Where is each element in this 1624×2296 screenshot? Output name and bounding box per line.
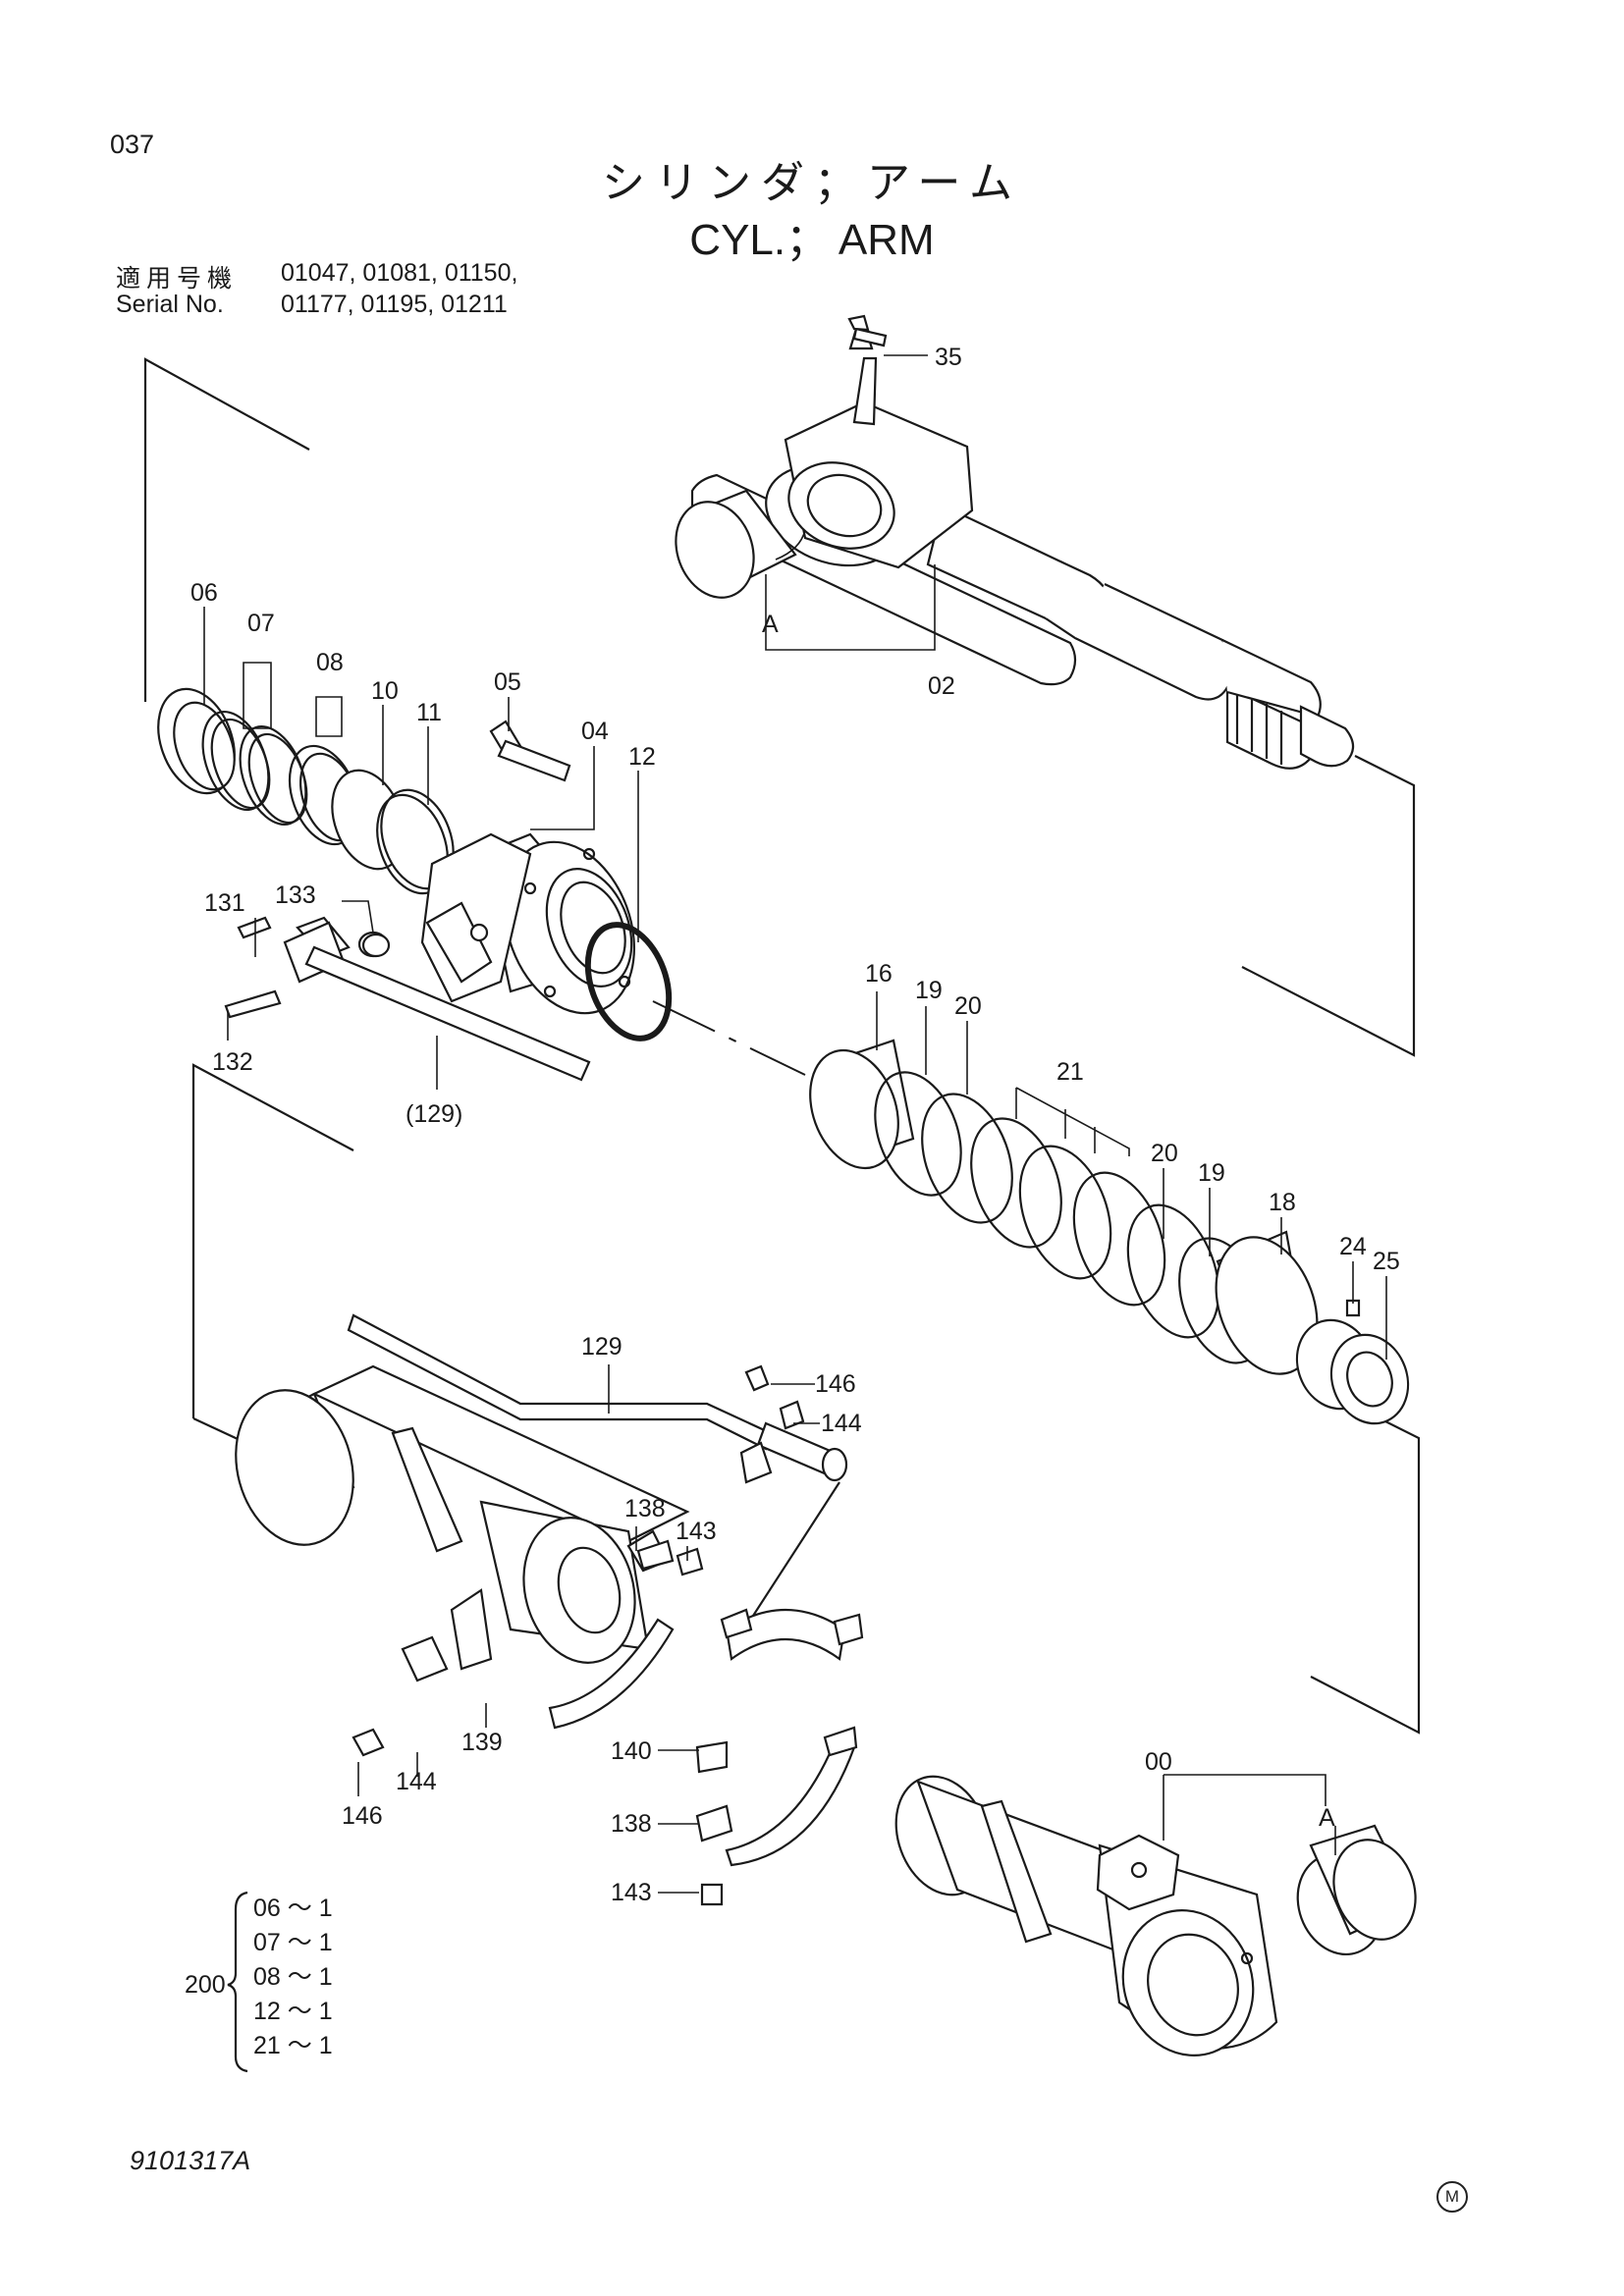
label-143-a: 143 — [676, 1518, 717, 1545]
label-144-b: 144 — [396, 1768, 437, 1795]
cylinder-tube — [235, 1364, 690, 1757]
label-35: 35 — [935, 344, 962, 371]
corner-mark: M — [1436, 2181, 1468, 2213]
label-19-b: 19 — [1198, 1159, 1225, 1187]
leader-lines — [203, 354, 1387, 1894]
label-08: 08 — [316, 649, 344, 676]
serial-label-english: Serial No. — [116, 291, 224, 318]
label-143-b: 143 — [611, 1879, 652, 1906]
label-16: 16 — [865, 960, 893, 988]
kit-item: 06 ～ 1 — [253, 1895, 333, 1922]
kit-item: 07 ～ 1 — [253, 1929, 333, 1956]
serial-label-japanese: 適用号機 — [116, 264, 239, 293]
o-ring-133 — [361, 933, 391, 958]
pipe-clamps — [636, 1539, 864, 1906]
label-20-a: 20 — [954, 992, 982, 1020]
label-138-b: 138 — [611, 1810, 652, 1838]
page-number: 037 — [110, 130, 155, 159]
label-132: 132 — [212, 1048, 253, 1076]
label-00: 00 — [1145, 1748, 1172, 1776]
part-labels: 35 02 A 06 07 08 10 11 05 04 12 131 133 … — [190, 344, 1400, 1906]
pipe-129 — [347, 1313, 848, 1484]
serial-numbers-line1: 01047, 01081, 01150, — [281, 259, 518, 287]
label-07: 07 — [247, 610, 275, 637]
bottom-cylinder-tube — [894, 1775, 1417, 2057]
label-05: 05 — [494, 668, 521, 696]
label-11: 11 — [416, 699, 442, 726]
label-133: 133 — [275, 881, 316, 909]
label-20-b: 20 — [1151, 1140, 1178, 1167]
label-19-a: 19 — [915, 977, 943, 1004]
guide-lines — [143, 357, 1421, 1735]
label-138-a: 138 — [624, 1495, 666, 1522]
serial-numbers-line2: 01177, 01195, 01211 — [281, 291, 508, 318]
label-24: 24 — [1339, 1233, 1367, 1260]
cylinder-head — [420, 832, 673, 1041]
label-139: 139 — [461, 1729, 503, 1756]
label-18: 18 — [1269, 1189, 1296, 1216]
label-02: 02 — [928, 672, 955, 700]
label-12: 12 — [628, 743, 656, 771]
kit-item: 12 ～ 1 — [253, 1998, 333, 2025]
kit-item: 08 ～ 1 — [253, 1963, 333, 1991]
label-129-ref: (129) — [406, 1100, 462, 1128]
label-131: 131 — [204, 889, 245, 917]
title-english: CYL.； ARM — [689, 216, 935, 264]
document-code: 9101317A — [130, 2146, 251, 2175]
label-06: 06 — [190, 579, 218, 607]
label-25: 25 — [1373, 1248, 1400, 1275]
kit-item: 21 ～ 1 — [253, 2032, 333, 2059]
label-10: 10 — [371, 677, 399, 705]
label-a-bottom: A — [1319, 1804, 1335, 1832]
piston-rod — [675, 314, 1355, 770]
label-129: 129 — [581, 1333, 623, 1361]
kit-brace — [227, 1891, 248, 2073]
label-146-b: 146 — [342, 1802, 383, 1830]
label-04: 04 — [581, 718, 609, 745]
label-146-a: 146 — [815, 1370, 856, 1398]
piston-assembly — [809, 1039, 1410, 1425]
socket-bolt — [489, 720, 571, 782]
kit-number: 200 — [185, 1971, 226, 1999]
label-a-top: A — [762, 611, 779, 638]
kit-list: 200 06 ～ 1 07 ～ 1 08 ～ 1 12 ～ 1 21 ～ 1 — [185, 1891, 333, 2073]
title-japanese: シリンダ；アーム — [601, 158, 1023, 208]
label-21: 21 — [1056, 1058, 1084, 1086]
label-140: 140 — [611, 1737, 652, 1765]
label-144-a: 144 — [821, 1410, 862, 1437]
